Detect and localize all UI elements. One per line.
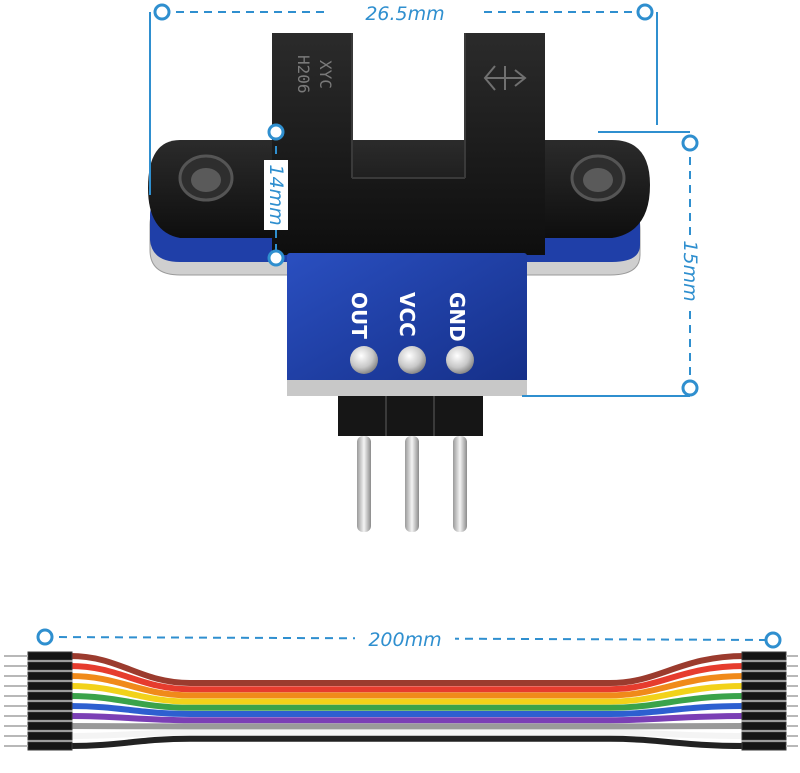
dupont-housing-left [27, 651, 73, 661]
solder-joint-gnd [446, 346, 474, 374]
connector-block-left [4, 651, 73, 751]
body-marking-line1: XYC [316, 60, 335, 89]
dim-endpoint [36, 628, 54, 646]
cable-wire [69, 653, 746, 686]
header-pin-out [357, 436, 371, 532]
slot-sensor-module: XYC H206 OUT VCC GND [148, 33, 650, 532]
dim-endpoint [681, 379, 699, 397]
dupont-housing-right [741, 691, 787, 701]
cable-wire [69, 673, 746, 699]
cable-wire [69, 703, 746, 717]
connector-block-right [741, 651, 798, 751]
dupont-housing-right [741, 721, 787, 731]
cable-wire [69, 693, 746, 711]
dim-label-slot-height: 14mm [265, 164, 287, 225]
dupont-housing-left [27, 681, 73, 691]
solder-joint-vcc [398, 346, 426, 374]
body-marking-line2: H206 [294, 55, 313, 94]
dim-endpoint [681, 134, 699, 152]
dupont-housing-left [27, 711, 73, 721]
dupont-housing-right [741, 731, 787, 741]
dupont-housing-right [741, 701, 787, 711]
dim-label-top-width: 26.5mm [365, 3, 444, 25]
dupont-housing-left [27, 731, 73, 741]
direction-arrow-icon [483, 65, 527, 91]
dupont-housing-right [741, 711, 787, 721]
pin-label-vcc: VCC [395, 292, 419, 337]
header-pin-gnd [453, 436, 467, 532]
pin-label-gnd: GND [445, 292, 469, 342]
dim-endpoint [267, 123, 285, 141]
optical-slot-body [272, 33, 545, 255]
cable-wire [69, 729, 746, 739]
header-pin-vcc [405, 436, 419, 532]
dim-label-cable-length: 200mm [368, 629, 441, 651]
cable-wire [69, 663, 746, 693]
solder-joint-out [350, 346, 378, 374]
dupont-housing-right [741, 651, 787, 661]
dupont-housing-left [27, 691, 73, 701]
dupont-housing-left [27, 661, 73, 671]
cable-wire [69, 735, 746, 749]
pin-label-out: OUT [347, 292, 371, 339]
dim-label-total-height: 15mm [679, 240, 701, 301]
cable-wire [69, 713, 746, 724]
dim-endpoint [764, 631, 782, 649]
dupont-housing-left [27, 741, 73, 751]
dupont-housing-left [27, 701, 73, 711]
dupont-housing-right [741, 741, 787, 751]
pin-header-housing [338, 396, 483, 436]
dupont-ribbon-cable [4, 651, 798, 751]
dim-endpoint [636, 3, 654, 21]
dim-endpoint [153, 3, 171, 21]
cable-wire [69, 683, 746, 705]
dupont-housing-right [741, 661, 787, 671]
dupont-housing-right [741, 681, 787, 691]
dupont-housing-left [27, 721, 73, 731]
dupont-housing-right [741, 671, 787, 681]
dupont-housing-left [27, 671, 73, 681]
dim-endpoint [267, 249, 285, 267]
